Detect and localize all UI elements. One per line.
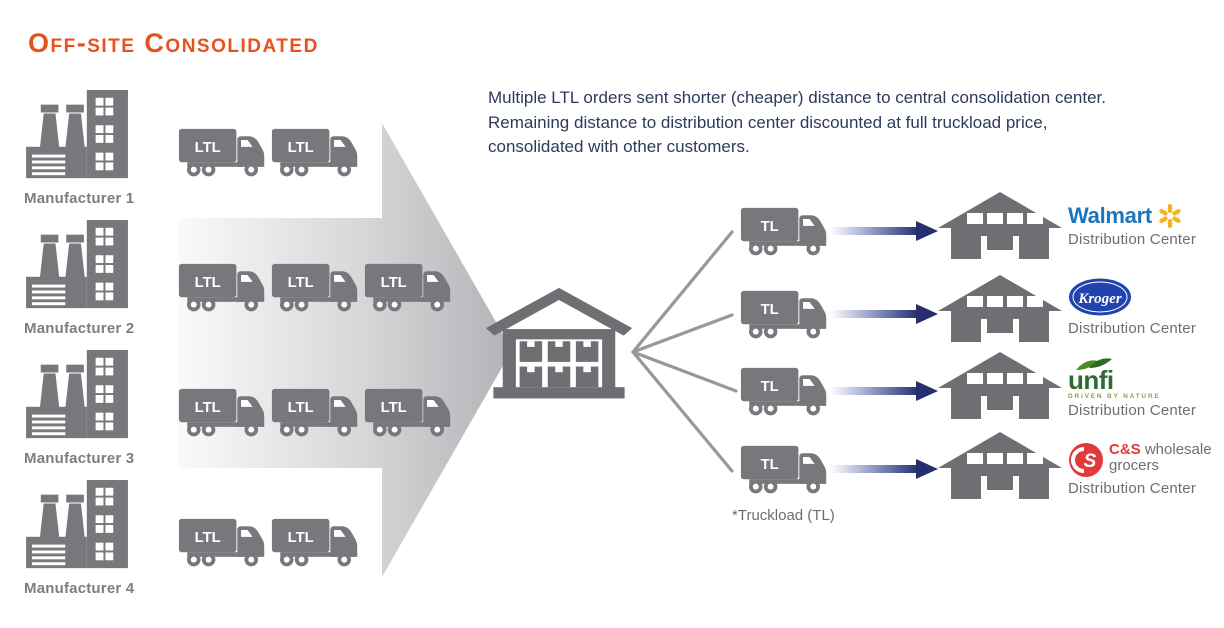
ltl-truck-icon: LTL bbox=[271, 386, 360, 438]
ltl-truck-icon: LTL bbox=[271, 516, 360, 568]
kroger-logo-text: Kroger bbox=[1077, 291, 1122, 307]
cs-logo-text: C&S bbox=[1109, 441, 1141, 458]
fan-out-lines bbox=[631, 230, 738, 473]
ltl-truck-row-4: LTL LTL bbox=[178, 516, 360, 568]
tl-truck-4: TL bbox=[740, 443, 829, 495]
tl-truck-icon: TL bbox=[740, 205, 829, 257]
walmart-caption: Distribution Center bbox=[1068, 231, 1197, 248]
ltl-truck-row-3: LTL LTL LTL bbox=[178, 386, 453, 438]
tl-truck-icon: TL bbox=[740, 288, 829, 340]
ltl-truck-row-1: LTL LTL bbox=[178, 126, 360, 178]
flow-arrow-to-unfi bbox=[830, 381, 938, 401]
description-text: Multiple LTL orders sent shorter (cheape… bbox=[488, 88, 1106, 157]
tl-truck-1: TL bbox=[740, 205, 829, 257]
svg-text:LTL: LTL bbox=[288, 400, 314, 416]
manufacturer-label: Manufacturer 2 bbox=[24, 320, 135, 337]
svg-text:LTL: LTL bbox=[195, 400, 221, 416]
svg-text:TL: TL bbox=[761, 379, 779, 395]
svg-text:LTL: LTL bbox=[195, 275, 221, 291]
ltl-truck-icon: LTL bbox=[271, 126, 360, 178]
cs-monogram-icon: S bbox=[1069, 443, 1103, 477]
ltl-truck-icon: LTL bbox=[364, 261, 453, 313]
consolidation-arrow bbox=[178, 123, 512, 577]
tl-truck-2: TL bbox=[740, 288, 829, 340]
ltl-truck-icon: LTL bbox=[178, 516, 267, 568]
manufacturer-label: Manufacturer 4 bbox=[24, 580, 135, 597]
manufacturer-label: Manufacturer 3 bbox=[24, 450, 135, 467]
factory-icon bbox=[24, 348, 132, 444]
cs-warehouse-icon bbox=[938, 432, 1062, 500]
kroger-logo: Kroger bbox=[1069, 278, 1131, 316]
manufacturer-2: Manufacturer 2 bbox=[24, 218, 144, 337]
flow-arrow-to-walmart bbox=[830, 221, 938, 241]
factory-icon bbox=[24, 478, 132, 574]
unfi-logo-text: unfi bbox=[1068, 365, 1114, 395]
svg-text:TL: TL bbox=[761, 457, 779, 473]
flow-arrow-to-cs bbox=[830, 459, 938, 479]
manufacturer-4: Manufacturer 4 bbox=[24, 478, 144, 597]
walmart-warehouse-icon bbox=[938, 192, 1062, 260]
unfi-destination: unfi DRIVEN BY NATURE Distribution Cente… bbox=[1068, 356, 1196, 419]
walmart-destination: Walmart Distribution Center bbox=[1068, 203, 1196, 248]
svg-text:LTL: LTL bbox=[381, 400, 407, 416]
factory-icon bbox=[24, 88, 132, 184]
tl-truck-icon: TL bbox=[740, 365, 829, 417]
cs-logo-text-grocers: grocers bbox=[1109, 456, 1160, 474]
svg-text:LTL: LTL bbox=[195, 530, 221, 546]
svg-text:LTL: LTL bbox=[381, 275, 407, 291]
kroger-warehouse-icon bbox=[938, 275, 1062, 343]
ltl-truck-icon: LTL bbox=[271, 261, 360, 313]
kroger-caption: Distribution Center bbox=[1068, 320, 1197, 337]
cs-caption: Distribution Center bbox=[1068, 480, 1197, 497]
unfi-tagline: DRIVEN BY NATURE bbox=[1068, 393, 1161, 401]
manufacturer-label: Manufacturer 1 bbox=[24, 190, 135, 207]
ltl-truck-icon: LTL bbox=[178, 261, 267, 313]
walmart-logo-text: Walmart bbox=[1068, 203, 1152, 228]
tl-truck-icon: TL bbox=[740, 443, 829, 495]
kroger-destination: Kroger Distribution Center bbox=[1068, 278, 1196, 337]
svg-text:LTL: LTL bbox=[288, 140, 314, 156]
cs-logo-text-wholesale: wholesale bbox=[1144, 441, 1212, 458]
manufacturer-1: Manufacturer 1 bbox=[24, 88, 144, 207]
cs-destination: S C&S wholesale grocers Distribution Cen… bbox=[1068, 442, 1212, 497]
svg-text:S: S bbox=[1084, 451, 1097, 472]
svg-text:LTL: LTL bbox=[288, 275, 314, 291]
unfi-warehouse-icon bbox=[938, 352, 1062, 420]
ltl-truck-icon: LTL bbox=[178, 386, 267, 438]
unfi-leaves-icon bbox=[1076, 358, 1112, 370]
walmart-spark-icon bbox=[1159, 204, 1181, 228]
flow-arrow-to-kroger bbox=[830, 304, 938, 324]
tl-truck-3: TL bbox=[740, 365, 829, 417]
ltl-truck-icon: LTL bbox=[178, 126, 267, 178]
consolidation-center-warehouse-icon bbox=[484, 286, 634, 404]
ltl-truck-icon: LTL bbox=[364, 386, 453, 438]
svg-text:LTL: LTL bbox=[288, 530, 314, 546]
page-title: Off-site Consolidated bbox=[28, 28, 319, 58]
unfi-caption: Distribution Center bbox=[1068, 402, 1197, 420]
svg-text:LTL: LTL bbox=[195, 140, 221, 156]
manufacturer-3: Manufacturer 3 bbox=[24, 348, 144, 467]
truckload-footnote: *Truckload (TL) bbox=[732, 507, 835, 524]
svg-text:TL: TL bbox=[761, 302, 779, 318]
factory-icon bbox=[24, 218, 132, 314]
ltl-truck-row-2: LTL LTL LTL bbox=[178, 261, 453, 313]
svg-text:TL: TL bbox=[761, 219, 779, 235]
